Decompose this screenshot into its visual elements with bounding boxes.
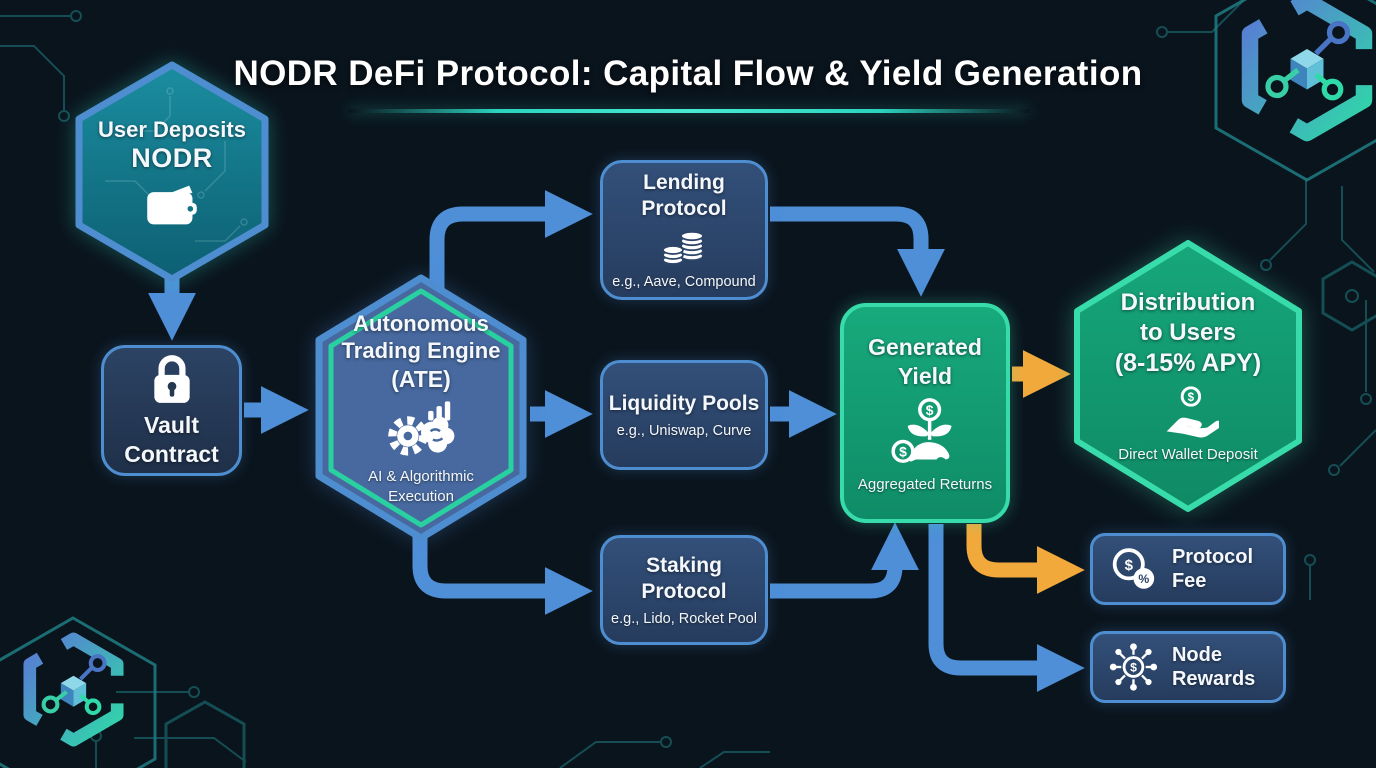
hexagon-shape bbox=[1074, 240, 1302, 512]
svg-text:$: $ bbox=[926, 401, 934, 417]
node-title: Generated Yield bbox=[868, 334, 982, 389]
node-title: Lending Protocol bbox=[641, 171, 727, 220]
protocol-fee-node: $ % Protocol Fee bbox=[1090, 533, 1286, 605]
hexagon-shape bbox=[315, 274, 527, 542]
arrow-yield-to-node-rewards bbox=[928, 524, 1085, 693]
arrow-yield-to-protocol-fee bbox=[966, 524, 1085, 595]
svg-text:$: $ bbox=[1130, 661, 1137, 675]
lock-icon bbox=[153, 355, 190, 404]
node-network-icon: $ bbox=[1109, 643, 1158, 691]
node-title: Staking Protocol bbox=[641, 554, 727, 603]
page-title: NODR DeFi Protocol: Capital Flow & Yield… bbox=[233, 54, 1143, 93]
node-subtitle: AI & Algorithmic Execution bbox=[368, 468, 474, 505]
liquidity-pools-node: Liquidity Pools e.g., Uniswap, Curve bbox=[600, 360, 768, 470]
hexagon-shape bbox=[75, 61, 269, 283]
svg-text:$: $ bbox=[899, 443, 907, 459]
user-deposits-node: User Deposits NODR bbox=[75, 61, 269, 283]
money-plant-icon: $ $ bbox=[891, 397, 952, 463]
node-abbr: (ATE) bbox=[391, 365, 451, 392]
node-examples: e.g., Uniswap, Curve bbox=[616, 422, 752, 439]
ai-gear-brain-icon bbox=[388, 401, 455, 457]
svg-text:$: $ bbox=[1188, 391, 1195, 404]
staking-protocol-node: Staking Protocol e.g., Lido, Rocket Pool bbox=[600, 535, 768, 645]
vault-contract-node: Vault Contract bbox=[101, 345, 242, 476]
coin-stack-icon bbox=[662, 230, 704, 265]
ate-node: Autonomous Trading Engine (ATE) AI & Alg… bbox=[314, 273, 528, 543]
node-subtitle: Direct Wallet Deposit bbox=[1118, 445, 1258, 463]
node-title: User Deposits bbox=[98, 116, 246, 142]
node-title: Protocol Fee bbox=[1171, 545, 1254, 592]
coin-percent-icon: $ % bbox=[1112, 548, 1155, 589]
node-examples: e.g., Aave, Compound bbox=[612, 273, 756, 290]
generated-yield-node: Generated Yield $ $ Aggregated Returns bbox=[840, 303, 1010, 523]
distribution-node: Distribution to Users (8-15% APY) $ Dire… bbox=[1072, 238, 1304, 514]
arrow-lending-to-yield bbox=[770, 206, 946, 297]
node-title: Node Rewards bbox=[1171, 643, 1256, 690]
node-subtitle: Aggregated Returns bbox=[857, 475, 993, 493]
svg-text:%: % bbox=[1138, 572, 1149, 586]
apy-label: (8-15% APY) bbox=[1114, 348, 1262, 377]
token-label: NODR bbox=[131, 143, 213, 174]
arrow-staking-to-yield bbox=[770, 522, 920, 599]
lending-protocol-node: Lending Protocol e.g., Aave, Compound bbox=[600, 160, 768, 300]
nodr-hexagon-logo bbox=[30, 639, 117, 740]
node-rewards-node: $ Node Rewards bbox=[1090, 631, 1286, 703]
title-underline bbox=[348, 109, 1030, 113]
hand-coin-icon: $ bbox=[1166, 386, 1219, 438]
svg-text:$: $ bbox=[1125, 557, 1134, 574]
node-title: Distribution to Users bbox=[1120, 288, 1256, 346]
wallet-icon bbox=[147, 185, 197, 225]
node-examples: e.g., Lido, Rocket Pool bbox=[611, 610, 757, 627]
node-title: Liquidity Pools bbox=[608, 392, 760, 416]
node-title: Vault Contract bbox=[124, 412, 219, 467]
node-title: Autonomous Trading Engine bbox=[341, 310, 501, 364]
